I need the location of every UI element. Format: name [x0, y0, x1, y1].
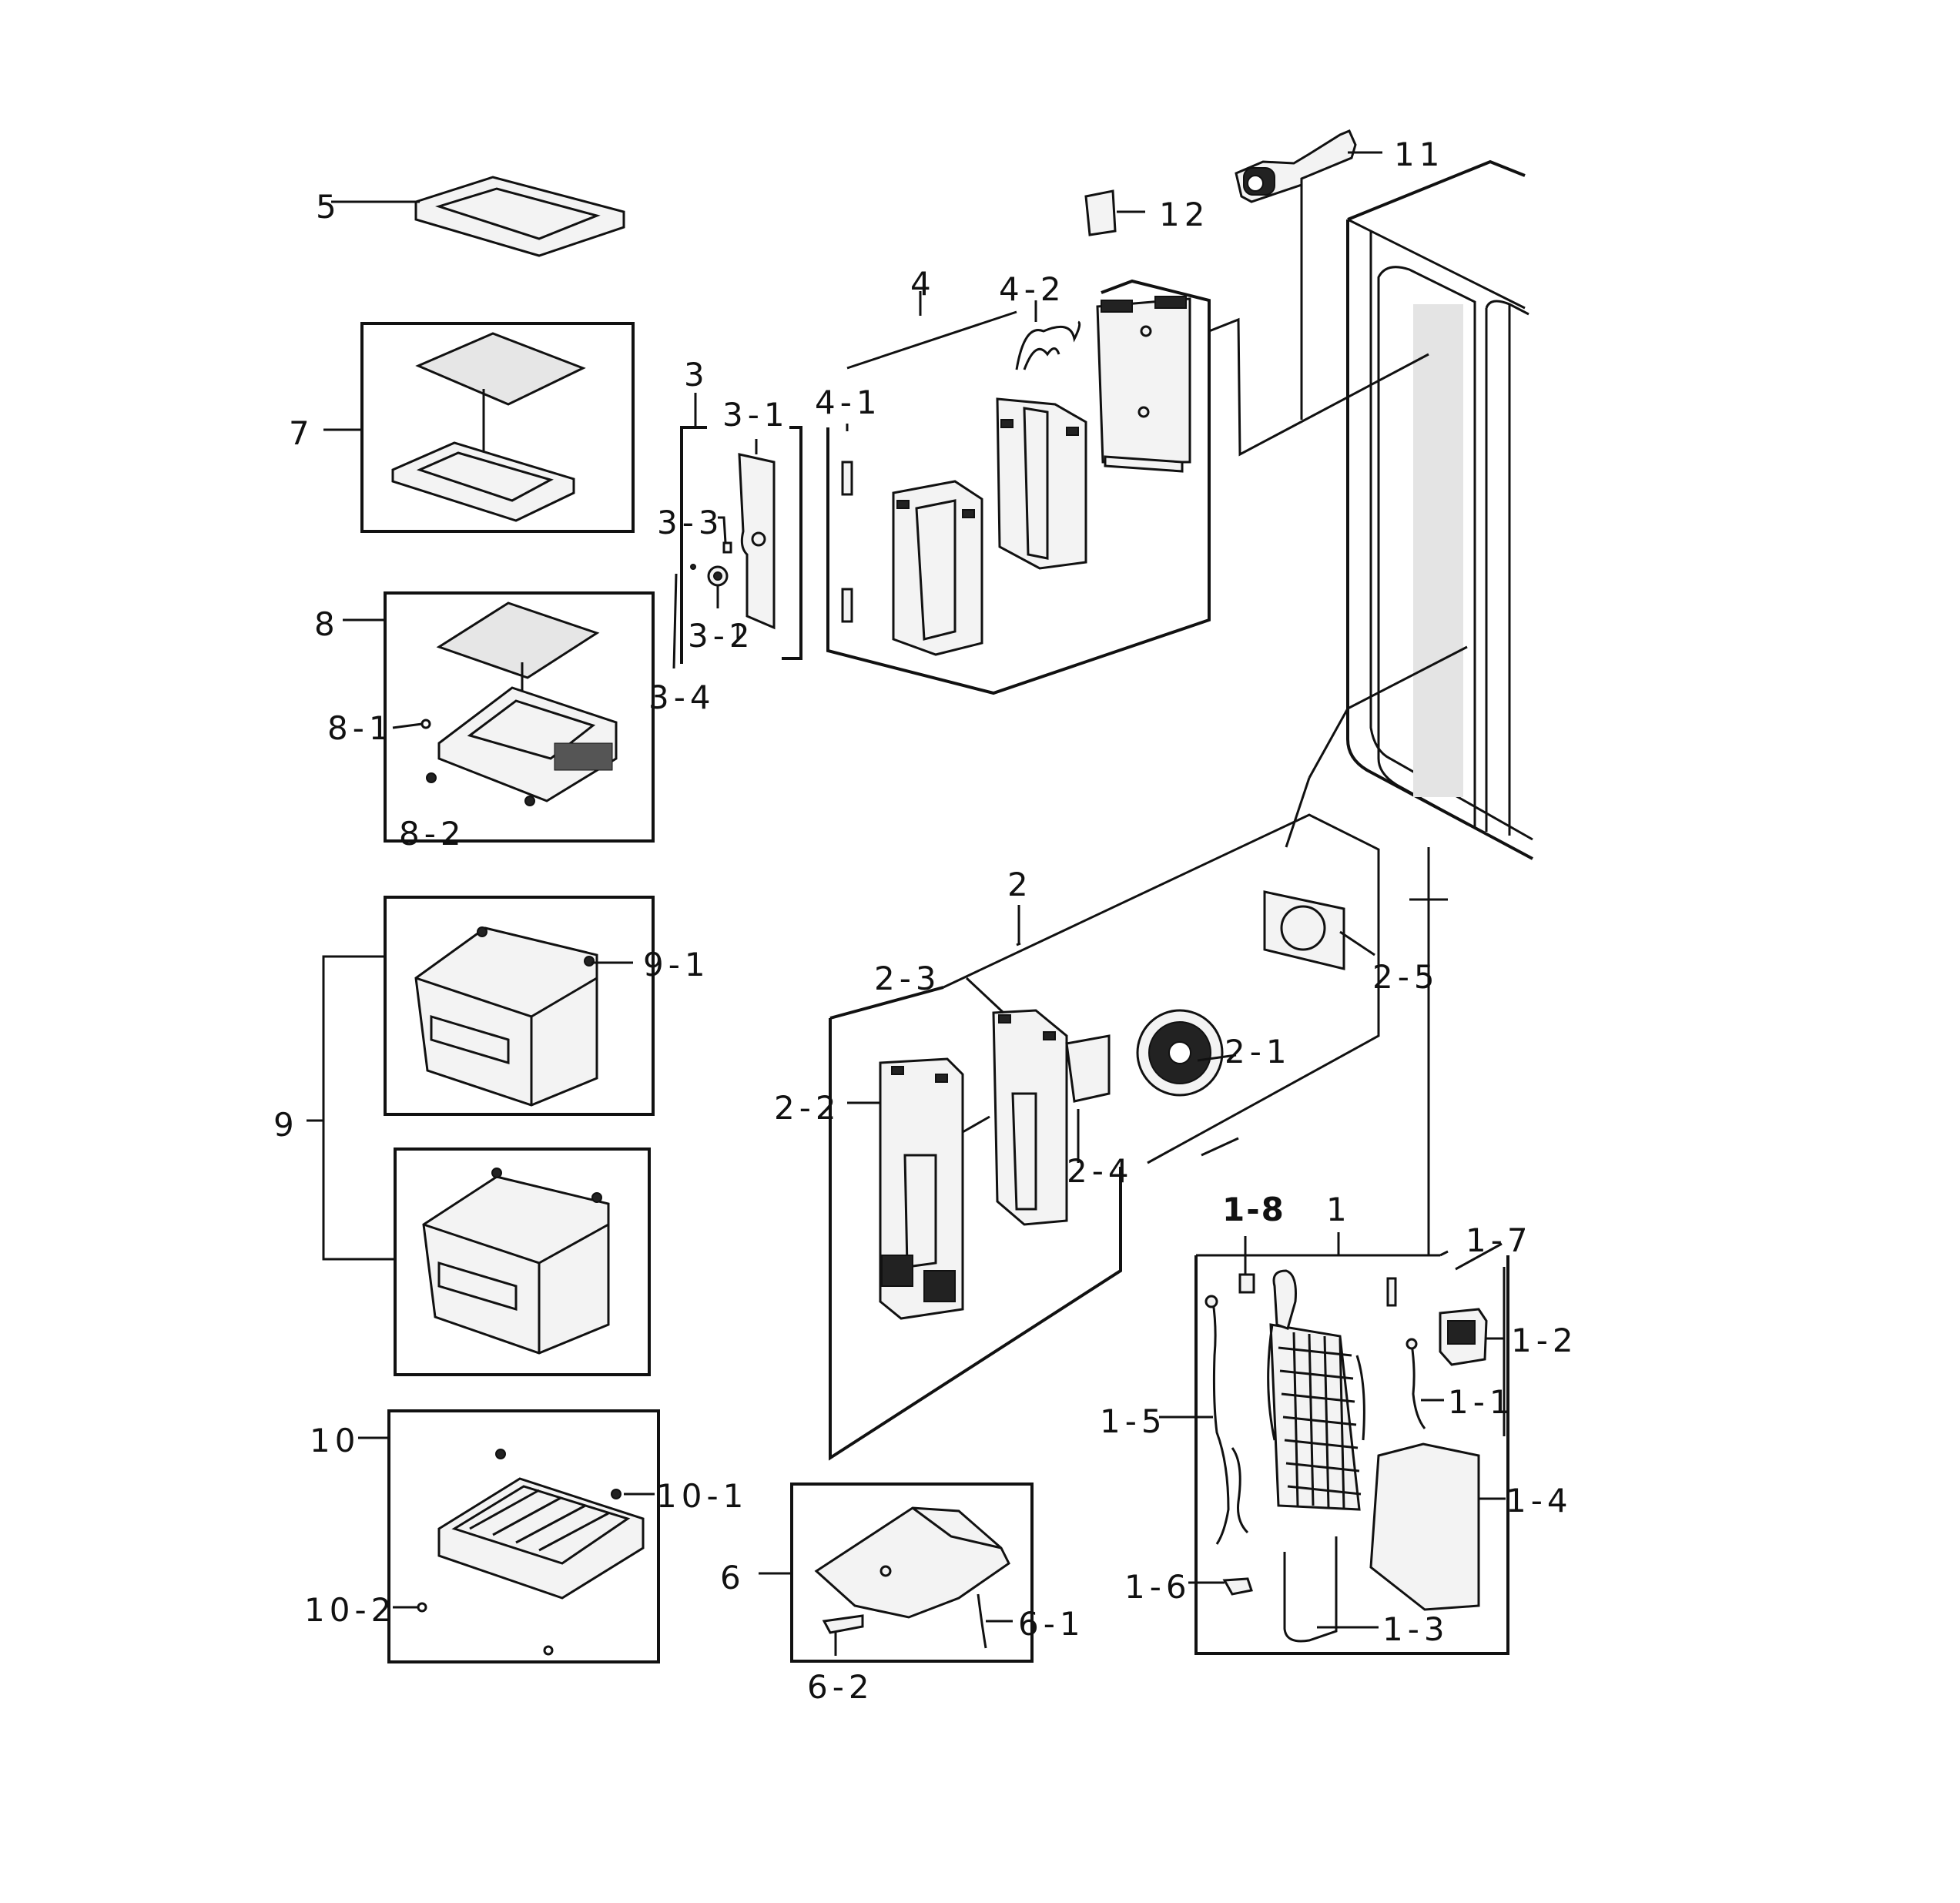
- callout-2-4: 2-4: [1067, 1152, 1134, 1190]
- callout-11: 11: [1394, 136, 1445, 173]
- box-part-7: [323, 322, 635, 533]
- group-part-4: [826, 279, 1429, 695]
- callout-6: 6: [720, 1559, 745, 1596]
- group-part-3: [672, 393, 802, 669]
- leader-lines: [1201, 898, 1448, 1157]
- group-part-2: [829, 645, 1468, 1461]
- callout-2-1: 2-1: [1225, 1033, 1292, 1070]
- callout-9-1: 9-1: [643, 946, 710, 983]
- callout-1: 1: [1326, 1191, 1352, 1228]
- box-part-9: [307, 896, 655, 1376]
- callout-1-8: 1-8: [1222, 1191, 1285, 1228]
- callout-10-1: 10-1: [656, 1477, 749, 1515]
- callout-8: 8: [314, 605, 340, 643]
- callout-6-2: 6-2: [807, 1668, 874, 1706]
- callout-8-1: 8-1: [327, 709, 394, 747]
- callout-3: 3: [684, 356, 709, 394]
- callout-4-2: 4-2: [999, 270, 1066, 308]
- callout-2-2: 2-2: [774, 1089, 841, 1127]
- callout-6-1: 6-1: [1018, 1605, 1085, 1643]
- callout-2-3: 2-3: [874, 960, 941, 997]
- callout-8-2: 8-2: [399, 815, 466, 853]
- callout-1-3: 1-3: [1382, 1610, 1449, 1648]
- callout-3-1: 3-1: [722, 396, 789, 434]
- callout-1-4: 1-4: [1506, 1482, 1573, 1519]
- box-part-10: [358, 1409, 660, 1663]
- callout-2: 2: [1007, 866, 1033, 903]
- callout-10: 10: [310, 1422, 360, 1459]
- callout-3-2: 3-2: [688, 617, 755, 655]
- group-part-1: [1159, 847, 1509, 1655]
- refrigerator-cabinet: [1346, 159, 1533, 860]
- callout-1-5: 1-5: [1100, 1402, 1167, 1440]
- callout-1-6: 1-6: [1124, 1568, 1191, 1606]
- part-11-and-12: [1084, 129, 1382, 420]
- callout-7: 7: [289, 414, 314, 452]
- callout-10-2: 10-2: [304, 1591, 397, 1629]
- callout-12: 12: [1159, 196, 1210, 233]
- shelf-part-5: [331, 176, 625, 257]
- callout-9: 9: [273, 1106, 299, 1144]
- callout-1-2: 1-2: [1511, 1322, 1578, 1359]
- box-part-8: [343, 591, 655, 843]
- callout-2-5: 2-5: [1372, 958, 1439, 996]
- callout-5: 5: [316, 188, 341, 226]
- callout-3-3: 3-3: [657, 504, 724, 541]
- callout-1-7: 1-7: [1466, 1221, 1533, 1259]
- box-part-6: [759, 1483, 1034, 1663]
- callout-4-1: 4-1: [815, 384, 882, 421]
- callout-3-4: 3-4: [648, 678, 715, 716]
- callout-1-1: 1-1: [1448, 1383, 1515, 1421]
- callout-4: 4: [910, 265, 936, 303]
